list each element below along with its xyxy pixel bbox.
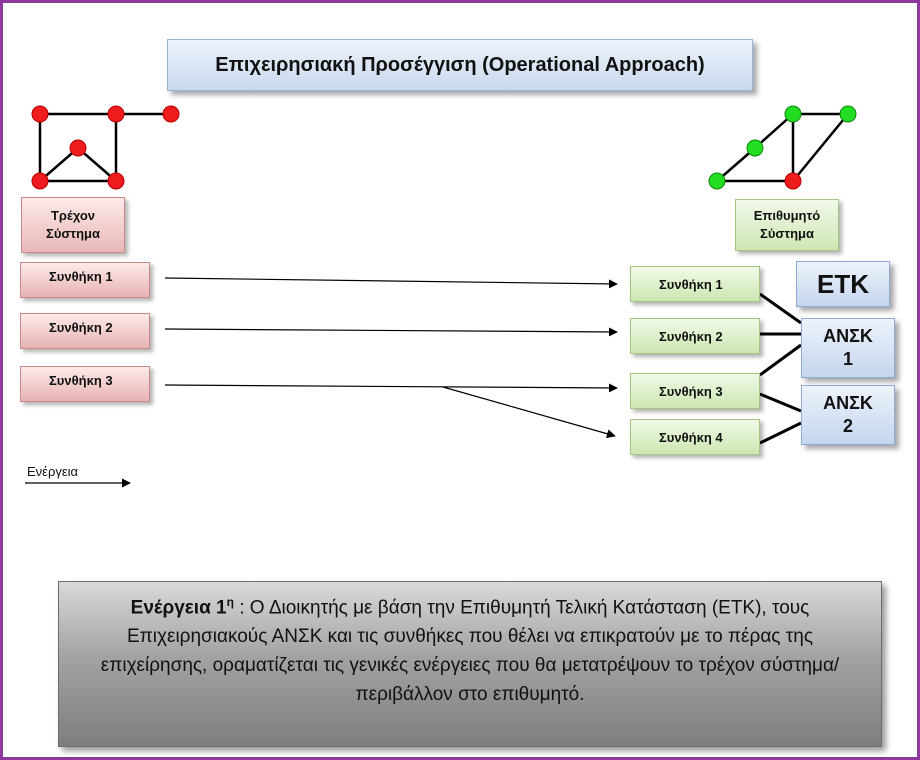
current-system-label: Τρέχον Σύστημα xyxy=(21,197,125,253)
current-condition-1: Συνθήκη 1 xyxy=(20,262,150,298)
ansk-2-box: ΑΝΣΚ 2 xyxy=(801,385,895,445)
ansk-1-box: ΑΝΣΚ 1 xyxy=(801,318,895,378)
connector xyxy=(759,392,802,413)
description-text: : Ο Διοικητής με βάση την Επιθυμητή Τελι… xyxy=(100,597,840,706)
desired-condition-4: Συνθήκη 4 xyxy=(630,419,760,455)
diagram-canvas xyxy=(25,105,857,488)
arrow-condition-2 xyxy=(164,327,618,337)
current-condition-2: Συνθήκη 2 xyxy=(20,313,150,349)
desired-condition-2: Συνθήκη 2 xyxy=(630,318,760,354)
red-node xyxy=(107,105,125,123)
red-node xyxy=(784,172,802,190)
red-node xyxy=(69,139,87,157)
red-node xyxy=(162,105,180,123)
net-edge xyxy=(792,113,849,182)
green-node xyxy=(839,105,857,123)
desired-condition-1: Συνθήκη 1 xyxy=(630,266,760,302)
legend-label: Ενέργεια xyxy=(27,464,79,479)
current-condition-3: Συνθήκη 3 xyxy=(20,366,150,402)
arrow-condition-3 xyxy=(164,383,618,393)
red-node xyxy=(31,172,49,190)
green-node xyxy=(746,139,764,157)
current-system-network xyxy=(31,105,180,190)
diagram-title: Επιχειρησιακή Προσέγγιση (Operational Ap… xyxy=(167,39,753,91)
etk-box: ΕΤΚ xyxy=(796,261,890,307)
arrow-condition-4 xyxy=(442,386,616,439)
connector xyxy=(759,343,802,377)
description-lead: Ενέργεια 1 xyxy=(130,597,227,619)
description-box: Ενέργεια 1η : Ο Διοικητής με βάση την Επ… xyxy=(58,581,882,747)
description-lead-superscript: η xyxy=(226,595,234,609)
green-node xyxy=(708,172,726,190)
arrow-condition-1 xyxy=(164,277,618,289)
red-node xyxy=(31,105,49,123)
green-node xyxy=(784,105,802,123)
desired-system-network xyxy=(708,105,857,190)
connector xyxy=(759,421,802,445)
red-node xyxy=(107,172,125,190)
desired-system-label: Επιθυμητό Σύστημα xyxy=(735,199,839,251)
connector xyxy=(759,292,802,325)
desired-condition-3: Συνθήκη 3 xyxy=(630,373,760,409)
